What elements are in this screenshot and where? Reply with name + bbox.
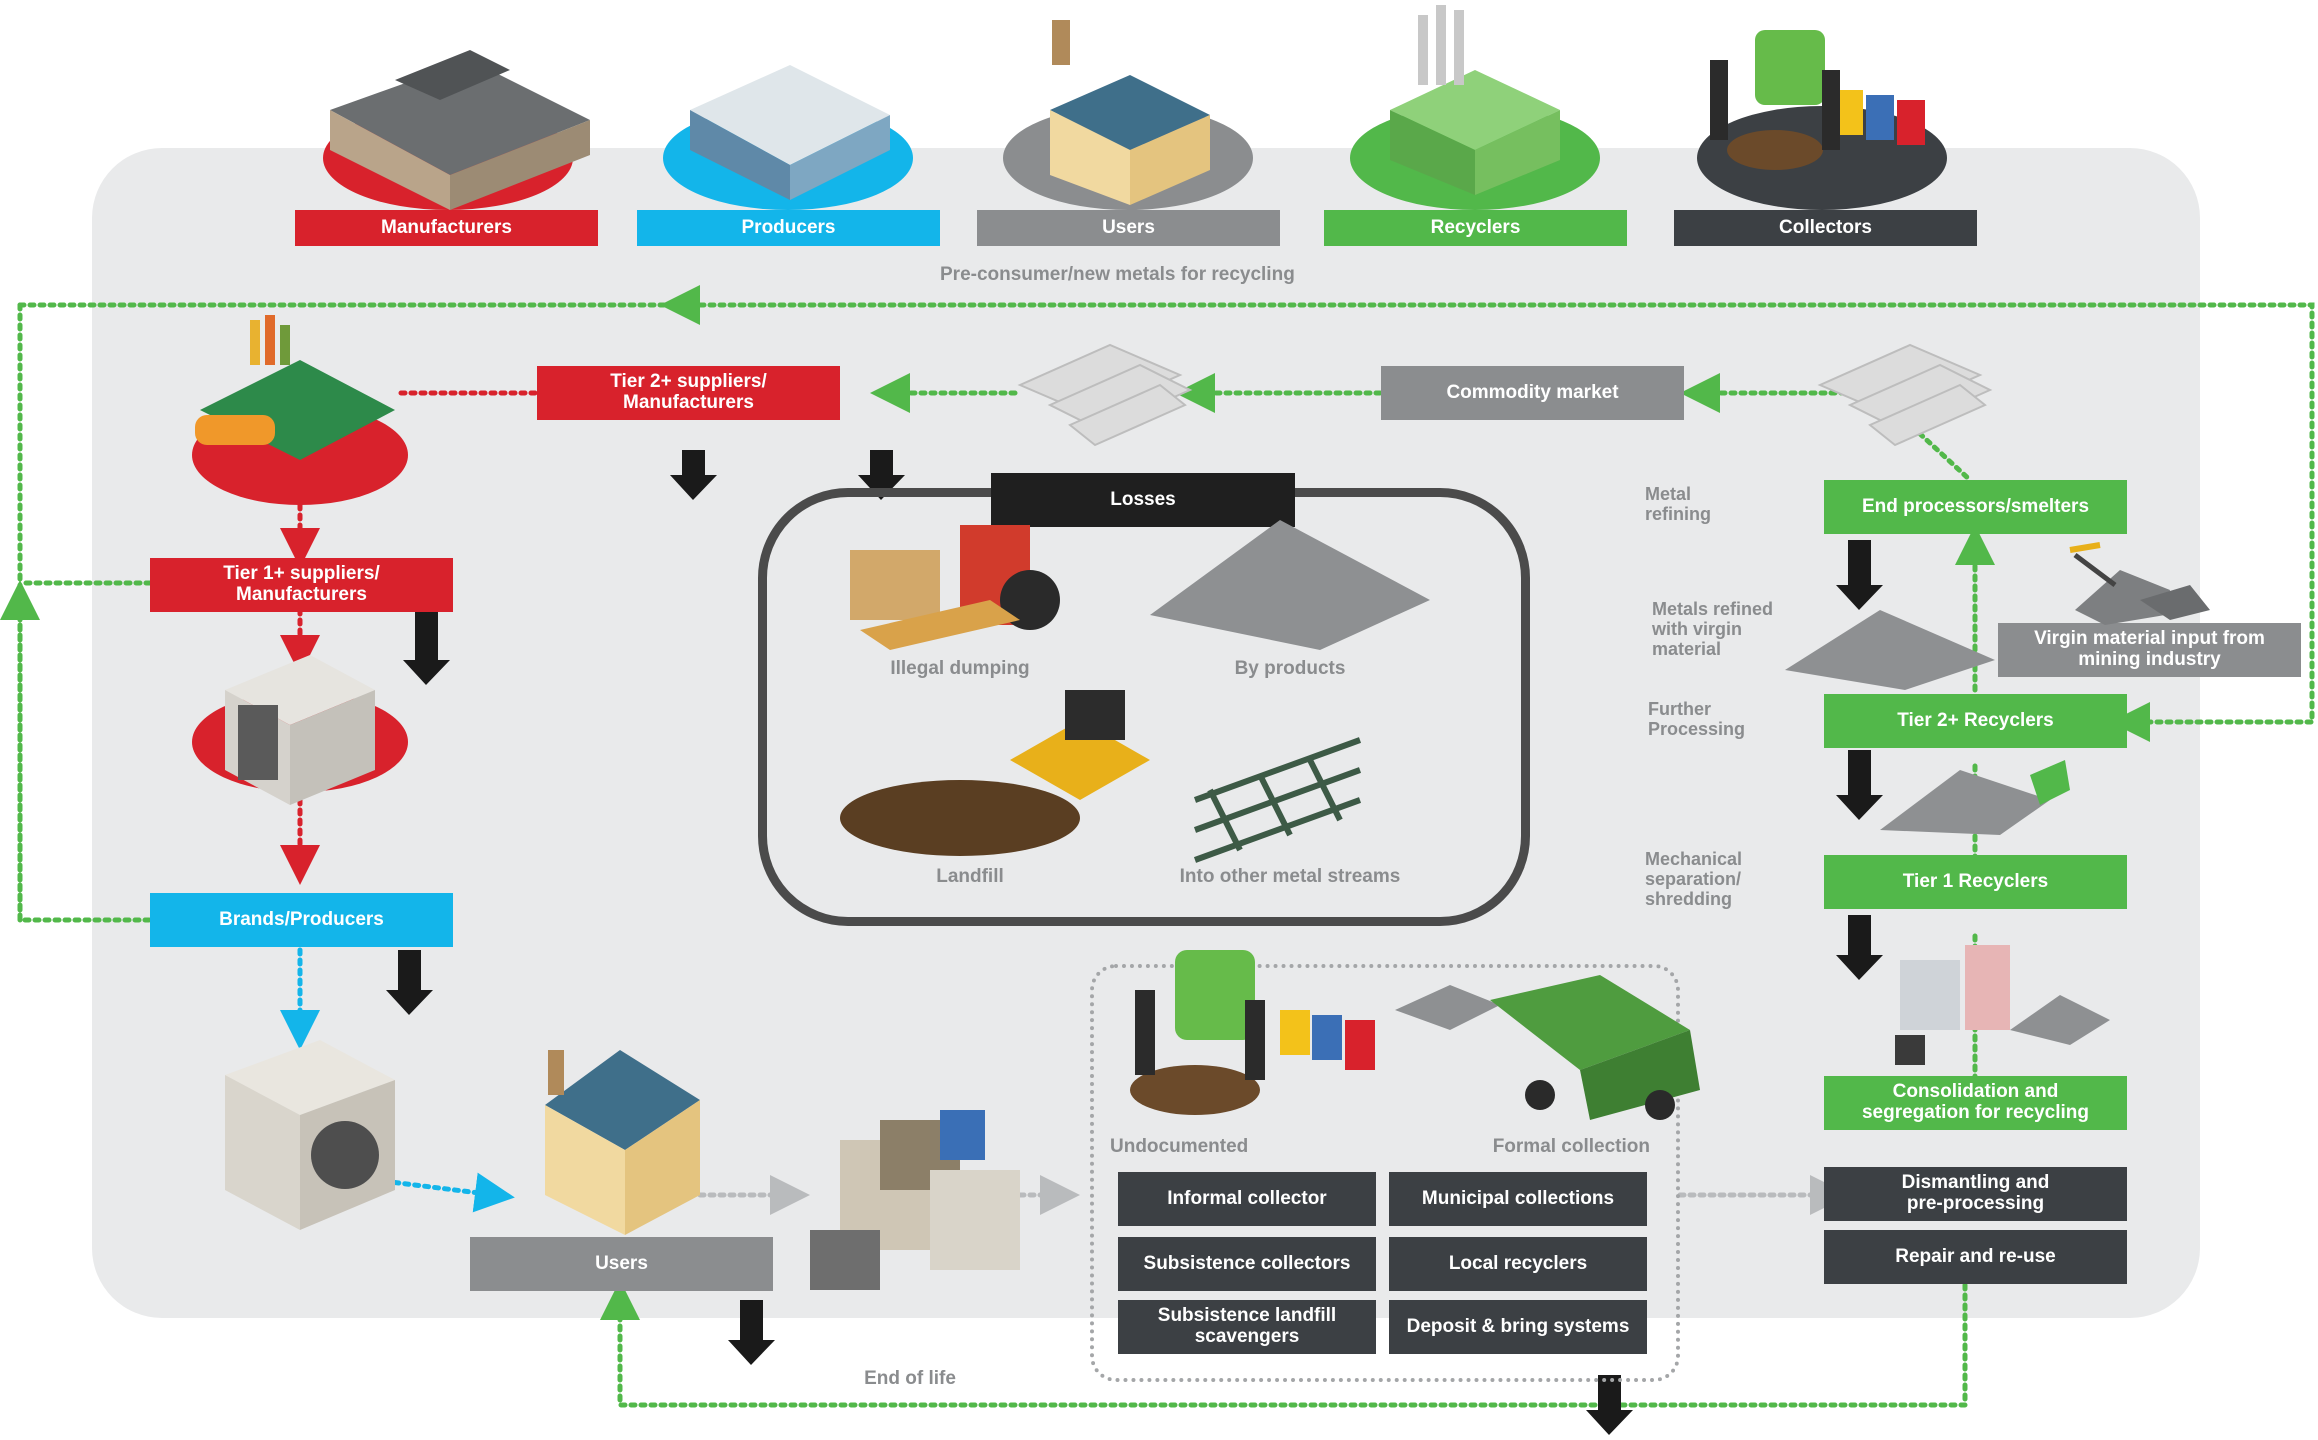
- end-processors-label: End processors/smelters: [1824, 480, 2127, 534]
- manufacturers-label: Manufacturers: [295, 210, 598, 246]
- illegal-dumping-caption: Illegal dumping: [890, 658, 1030, 679]
- brands-producers-label: Brands/Producers: [150, 893, 453, 947]
- subsistence-collectors-label: Subsistence collectors: [1118, 1237, 1376, 1291]
- by-products-caption: By products: [1234, 658, 1346, 679]
- repair-reuse-label: Repair and re-use: [1824, 1230, 2127, 1284]
- informal-collector-label: Informal collector: [1118, 1172, 1376, 1226]
- local-recyclers-label: Local recyclers: [1389, 1237, 1647, 1291]
- recyclers-label: Recyclers: [1324, 210, 1627, 246]
- formal-collection-caption: Formal collection: [1492, 1136, 1650, 1157]
- losses-title: Losses: [991, 473, 1295, 527]
- other-metal-streams-caption: Into other metal streams: [1179, 866, 1401, 887]
- metals-refined-virgin-text: Metals refined with virgin material: [1652, 599, 1774, 659]
- mechanical-separation-text: Mechanical separation/ shredding: [1645, 849, 1743, 909]
- collectors-label: Collectors: [1674, 210, 1977, 246]
- virgin-material-label: Virgin material input from mining indust…: [1998, 623, 2301, 677]
- metal-refining-text: Metal refining: [1645, 484, 1711, 524]
- further-processing-text: Further Processing: [1648, 699, 1746, 739]
- tier1-recyclers-label: Tier 1 Recyclers: [1824, 855, 2127, 909]
- losses-box: [758, 488, 1530, 926]
- users-box-label: Users: [470, 1237, 773, 1291]
- tier2-recyclers-label: Tier 2+ Recyclers: [1824, 694, 2127, 748]
- subsistence-landfill-label: Subsistence landfill scavengers: [1118, 1300, 1376, 1354]
- consolidation-label: Consolidation and segregation for recycl…: [1824, 1076, 2127, 1130]
- commodity-market-label: Commodity market: [1381, 366, 1684, 420]
- tier1-suppliers-label: Tier 1+ suppliers/ Manufacturers: [150, 558, 453, 612]
- municipal-collections-label: Municipal collections: [1389, 1172, 1647, 1226]
- undocumented-caption: Undocumented: [1110, 1136, 1249, 1157]
- users-label: Users: [977, 210, 1280, 246]
- producers-label: Producers: [637, 210, 940, 246]
- dismantling-label: Dismantling and pre-processing: [1824, 1167, 2127, 1221]
- landfill-caption: Landfill: [936, 866, 1004, 887]
- deposit-bring-label: Deposit & bring systems: [1389, 1300, 1647, 1354]
- collection-box: [1090, 964, 1680, 1382]
- end-of-life-caption: End of life: [864, 1368, 956, 1389]
- tier2-suppliers-label: Tier 2+ suppliers/ Manufacturers: [537, 366, 840, 420]
- pre-consumer-text: Pre-consumer/new metals for recycling: [940, 264, 1295, 285]
